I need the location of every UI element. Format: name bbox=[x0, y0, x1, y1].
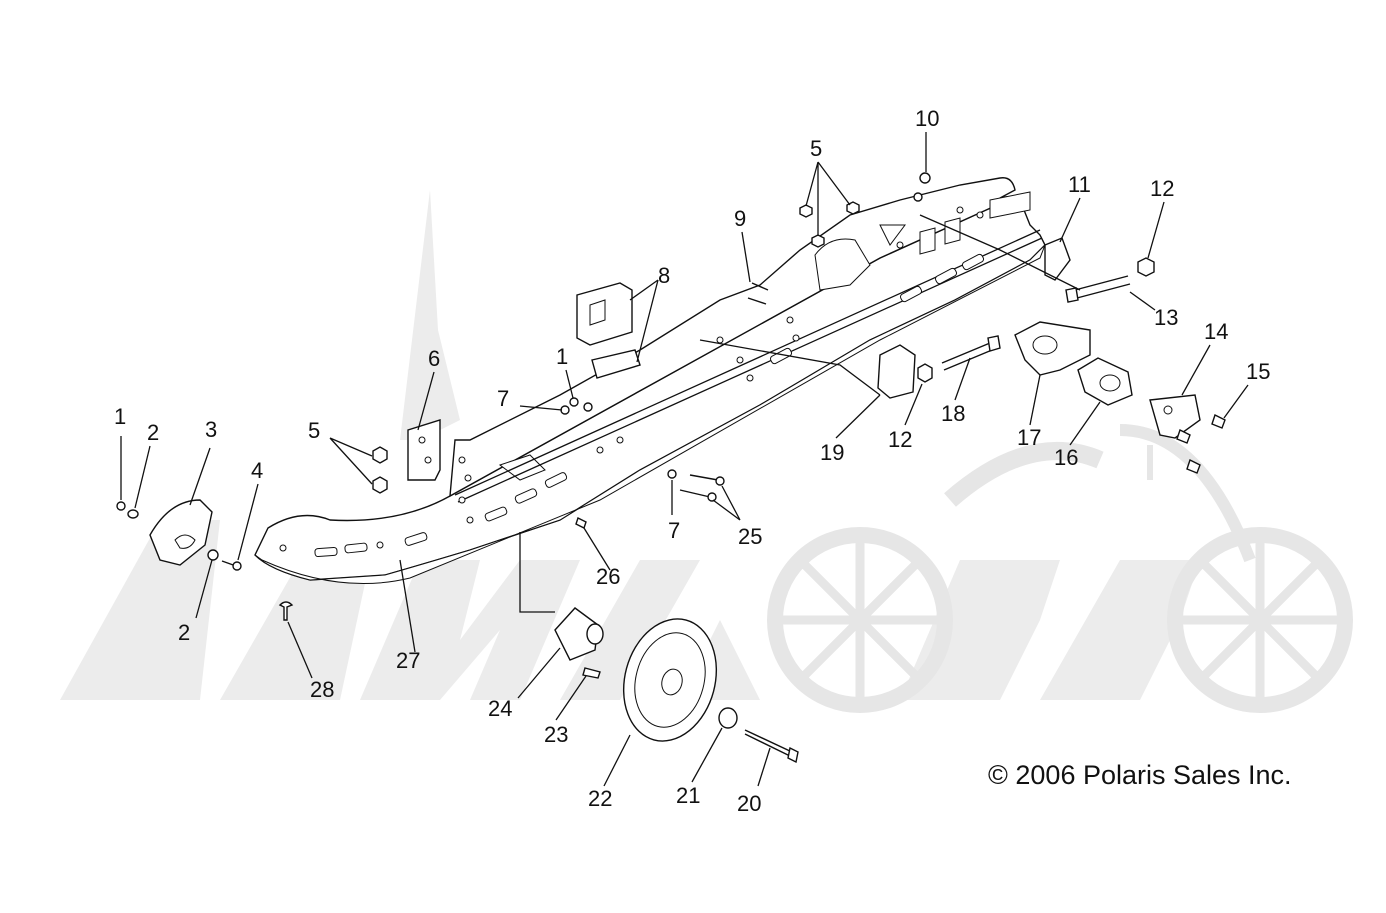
callout-5b: 5 bbox=[810, 136, 822, 161]
part-15-screws bbox=[1176, 414, 1226, 474]
part-4-bolt bbox=[221, 560, 242, 571]
rail-assembly bbox=[254, 177, 1046, 585]
callout-13: 13 bbox=[1154, 305, 1178, 330]
rail-holes bbox=[279, 206, 984, 552]
callout-labels: 1 2 3 4 2 5 6 1 7 8 7 25 26 27 28 24 23 … bbox=[114, 106, 1270, 816]
callout-26: 26 bbox=[596, 564, 620, 589]
part-13-long-bolt bbox=[1065, 275, 1131, 303]
callout-10: 10 bbox=[915, 106, 939, 131]
part-22-idler-wheel bbox=[622, 618, 718, 742]
callout-17: 17 bbox=[1017, 425, 1041, 450]
part-2-washer-bottom bbox=[207, 549, 219, 561]
part-17-pivot-block bbox=[1014, 321, 1091, 376]
callout-24: 24 bbox=[488, 696, 512, 721]
callout-28: 28 bbox=[310, 677, 334, 702]
copyright-notice: © 2006 Polaris Sales Inc. bbox=[988, 760, 1292, 790]
callout-15: 15 bbox=[1246, 359, 1270, 384]
part-16-bushing bbox=[1077, 357, 1133, 406]
callout-27: 27 bbox=[396, 648, 420, 673]
part-19-block bbox=[877, 344, 916, 399]
part-1-nut-center bbox=[569, 397, 579, 407]
callout-14: 14 bbox=[1204, 319, 1228, 344]
part-9-bolts bbox=[747, 282, 769, 305]
callout-2a: 2 bbox=[147, 420, 159, 445]
part-1-nut-left bbox=[116, 501, 126, 511]
part-11-clip bbox=[1044, 237, 1071, 281]
callout-12a: 12 bbox=[1150, 176, 1174, 201]
part-10-bolt-b bbox=[913, 192, 923, 202]
callout-22: 22 bbox=[588, 786, 612, 811]
part-7-washer-b bbox=[560, 405, 570, 415]
rail-slots bbox=[314, 253, 985, 558]
part-7-washer-a bbox=[583, 402, 593, 412]
part-14-bracket bbox=[1149, 394, 1201, 439]
callout-16: 16 bbox=[1054, 445, 1078, 470]
part-24-wheel-bracket bbox=[554, 607, 604, 661]
callout-19: 19 bbox=[820, 440, 844, 465]
callout-6: 6 bbox=[428, 346, 440, 371]
callout-21: 21 bbox=[676, 783, 700, 808]
callout-25: 25 bbox=[738, 524, 762, 549]
part-25-bolts bbox=[679, 474, 725, 502]
callout-20: 20 bbox=[737, 791, 761, 816]
callout-7b: 7 bbox=[668, 518, 680, 543]
part-2-washer-top bbox=[127, 509, 139, 519]
callout-9: 9 bbox=[734, 206, 746, 231]
callout-8: 8 bbox=[658, 263, 670, 288]
callout-1a: 1 bbox=[114, 404, 126, 429]
callout-18: 18 bbox=[941, 401, 965, 426]
part-20-axle-bolt bbox=[744, 729, 799, 764]
part-10-bolt-a bbox=[919, 172, 931, 184]
part-5-nut-right-3 bbox=[811, 234, 825, 248]
part-6-plate bbox=[407, 419, 441, 481]
watermark-logo bbox=[60, 190, 1353, 713]
callout-5a: 5 bbox=[308, 418, 320, 443]
part-5-nut-left-2 bbox=[372, 476, 388, 494]
callout-7a: 7 bbox=[497, 386, 509, 411]
part-7-washer-c bbox=[667, 469, 677, 479]
part-28-rivet bbox=[278, 601, 294, 621]
callout-11: 11 bbox=[1068, 172, 1091, 197]
part-26-screw bbox=[575, 517, 587, 529]
callout-4: 4 bbox=[251, 458, 263, 483]
leader-lines bbox=[120, 132, 1249, 787]
part-8-slide-blocks bbox=[576, 282, 641, 379]
part-23-bolt bbox=[582, 667, 601, 679]
callout-3: 3 bbox=[205, 417, 217, 442]
part-12-nut-bottom bbox=[917, 363, 933, 383]
part-12-nut-top bbox=[1137, 257, 1155, 277]
callout-12b: 12 bbox=[888, 427, 912, 452]
callout-1b: 1 bbox=[556, 344, 568, 369]
callout-23: 23 bbox=[544, 722, 568, 747]
part-5-nut-left-1 bbox=[372, 446, 388, 464]
callout-2b: 2 bbox=[178, 620, 190, 645]
part-3-end-cap bbox=[149, 499, 213, 566]
part-21-washer bbox=[718, 707, 738, 729]
part-18-bolt bbox=[941, 335, 1001, 371]
part-5-nut-right-1 bbox=[799, 204, 813, 218]
